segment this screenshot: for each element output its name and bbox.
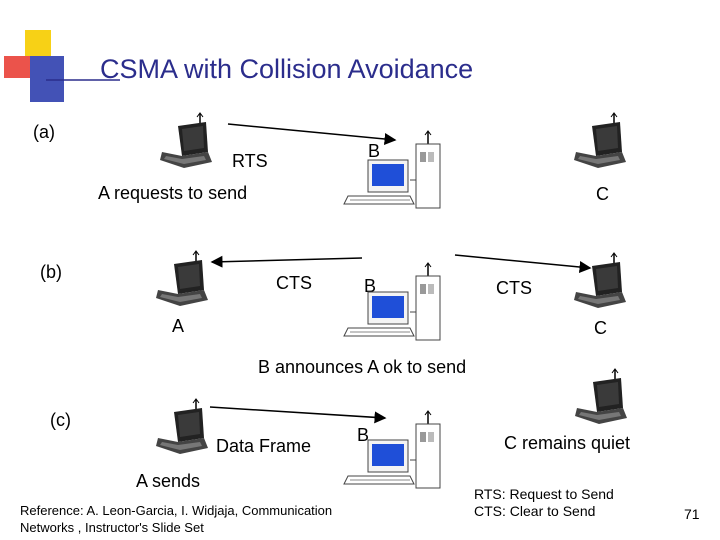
- cts-right-arrow-icon: [454, 254, 592, 273]
- laptop-icon: [573, 112, 627, 169]
- node-c-label-a: C: [596, 184, 609, 204]
- node-a-label-b: A: [172, 316, 185, 336]
- cts-left-arrow-icon: [210, 255, 363, 268]
- laptop-icon: [159, 112, 213, 169]
- c-quiet-note: C remains quiet: [504, 433, 631, 453]
- laptop-icon: [155, 398, 209, 455]
- title-decoration: [4, 30, 120, 102]
- laptop-icon: [574, 368, 628, 425]
- deco-blue-square: [30, 56, 64, 102]
- node-b-label-b: B: [364, 276, 377, 296]
- base-station-icon: [343, 262, 441, 341]
- page-number: 71: [684, 506, 700, 522]
- panel-c-label: (c): [50, 410, 71, 430]
- legend-line-2: CTS: Clear to Send: [474, 503, 596, 519]
- rts-arrow-icon: [227, 123, 397, 145]
- reference-line-1: Reference: A. Leon-Garcia, I. Widjaja, C…: [20, 503, 333, 518]
- reference-text: Reference: A. Leon-Garcia, I. Widjaja, C…: [20, 502, 332, 536]
- node-b-label-c: B: [357, 425, 370, 445]
- base-station-icon: [343, 410, 441, 489]
- legend-line-1: RTS: Request to Send: [474, 486, 614, 502]
- laptop-icon: [573, 252, 627, 309]
- panel-a-label: (a): [33, 122, 55, 142]
- deco-red-square: [4, 56, 30, 78]
- node-c-label-b: C: [594, 318, 607, 338]
- cts-left-label: CTS: [276, 273, 312, 293]
- deco-yellow-square-2: [30, 30, 51, 56]
- reference-line-2: Networks , Instructor's Slide Set: [20, 520, 204, 535]
- laptop-icon: [155, 250, 209, 307]
- caption-c: A sends: [136, 471, 201, 491]
- caption-a: A requests to send: [98, 183, 248, 203]
- slide-title: CSMA with Collision Avoidance: [100, 54, 474, 84]
- data-frame-label: Data Frame: [216, 436, 312, 456]
- panel-b-label: (b): [40, 262, 62, 282]
- data-frame-arrow-icon: [209, 406, 387, 424]
- base-station-icon: [343, 130, 441, 209]
- node-b-label-a: B: [368, 141, 381, 161]
- cts-right-label: CTS: [496, 278, 532, 298]
- rts-label: RTS: [232, 151, 268, 171]
- caption-b: B announces A ok to send: [258, 357, 467, 377]
- legend-text: RTS: Request to Send CTS: Clear to Send: [474, 486, 614, 520]
